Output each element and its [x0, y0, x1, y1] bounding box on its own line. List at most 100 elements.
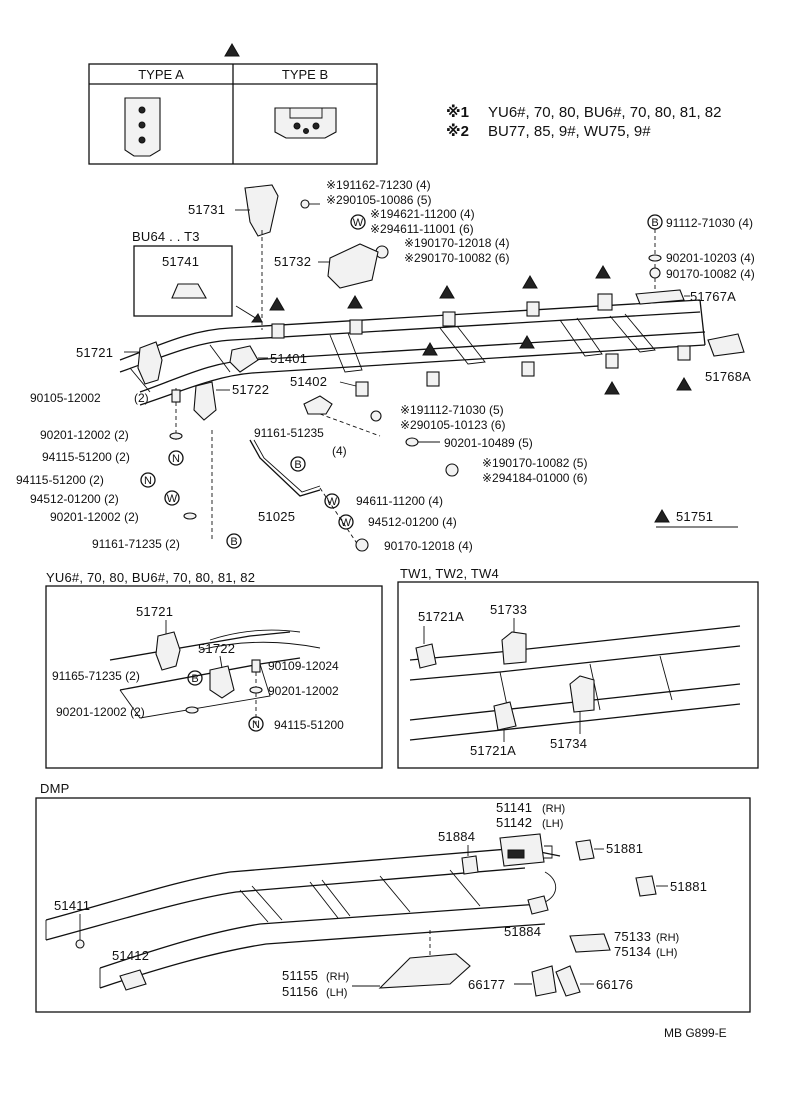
triangle-marker-icon	[224, 43, 240, 57]
dmp-label-51141-side: (RH)	[542, 803, 565, 815]
note-mark-1: ※1	[446, 103, 469, 121]
label-51741: 51741	[162, 254, 199, 269]
dmp-box-title: DMP	[40, 781, 70, 796]
note-mark-2: ※2	[446, 122, 469, 140]
washer-w-icon	[338, 514, 354, 530]
washer-w-icon	[350, 214, 366, 230]
clip-51881-icon	[575, 839, 595, 861]
label-51731: 51731	[188, 202, 225, 217]
label-51767A: 51767A	[690, 289, 736, 304]
svg-text:W: W	[167, 493, 178, 505]
bolt-b-icon	[187, 670, 203, 686]
label-b3: 90170-12018 (4)	[384, 539, 473, 553]
nut-icon	[355, 538, 369, 552]
svg-text:N: N	[144, 475, 152, 487]
dmp-label-51155: 51155	[282, 968, 318, 983]
bracket-51734-icon	[569, 675, 595, 713]
clip-51881-icon	[635, 875, 657, 897]
bracket-51767a-icon	[635, 289, 685, 305]
svg-text:B: B	[651, 217, 658, 229]
bracket-51401-icon	[229, 345, 259, 373]
yu-variant-box: YU6#, 70, 80, BU6#, 70, 80, 81, 82 51721…	[45, 570, 383, 769]
tw-variant-box: TW1, TW2, TW4 51721A 51733 51721A 51734	[397, 566, 759, 769]
dmp-label-51141: 51141	[496, 800, 532, 815]
bracket-51722-icon	[209, 665, 235, 699]
triangle-marker-icon	[604, 381, 620, 395]
model-notes: ※1 YU6#, 70, 80, BU6#, 70, 80, 81, 82 ※2…	[446, 103, 722, 140]
triangle-marker-icon	[654, 509, 670, 523]
bracket-51722-icon	[193, 381, 217, 421]
dmp-label-75134: 75134	[614, 944, 651, 959]
label-c1: ※191112-71030 (5)	[400, 403, 504, 417]
dmp-box: DMP 51411 51412 51884 51884 51141 (RH) 5…	[35, 781, 751, 1013]
yu-label-y3: 90201-12002	[268, 684, 339, 698]
dmp-label-75133-side: (RH)	[656, 932, 679, 944]
dmp-label-51881b: 51881	[670, 879, 707, 894]
bracket-51741-icon	[171, 283, 207, 299]
label-r2: 90201-10203 (4)	[666, 251, 755, 265]
nut-n-icon	[248, 716, 264, 732]
label-l3: 94115-51200 (2)	[42, 450, 130, 464]
bracket-51721a-icon	[493, 701, 517, 731]
label-l1-qty: (2)	[134, 391, 149, 405]
label-l5: 94512-01200 (2)	[30, 492, 119, 506]
label-51768A: 51768A	[705, 369, 751, 384]
label-l6: 90201-12002 (2)	[50, 510, 139, 524]
label-c3: 90201-10489 (5)	[444, 436, 533, 450]
washer-w-icon	[324, 493, 340, 509]
bracket-51721-icon	[155, 631, 181, 671]
block-66176-icon	[555, 965, 581, 997]
note-text-1: YU6#, 70, 80, BU6#, 70, 80, 81, 82	[488, 104, 722, 121]
nut-n-icon	[168, 450, 184, 466]
label-51751: 51751	[676, 509, 713, 524]
type-b-bracket-icon	[274, 107, 337, 139]
label-a4: ※294611-11001 (6)	[370, 222, 474, 236]
bolt-b-icon	[290, 456, 306, 472]
yu-label-51722: 51722	[198, 641, 235, 656]
svg-text:N: N	[172, 453, 180, 465]
dmp-label-51142-side: (LH)	[542, 818, 563, 830]
tw-label-t4: 51734	[550, 736, 587, 751]
dmp-label-51156-side: (LH)	[326, 987, 347, 999]
bracket-75133-icon	[569, 933, 611, 953]
bracket-51768a-icon	[707, 333, 745, 357]
dmp-label-51881a: 51881	[606, 841, 643, 856]
label-r3: 90170-10082 (4)	[666, 267, 755, 281]
main-frame-drawing: BU64 . . T3 51741 51731 ※191162-71230 (4…	[16, 178, 755, 553]
bracket-51402-icon	[303, 395, 333, 415]
triangle-marker-icon	[347, 295, 363, 309]
yu-label-y1: 91165-71235 (2)	[52, 669, 140, 683]
type-b-header: TYPE B	[282, 67, 328, 82]
dmp-label-51411: 51411	[54, 898, 90, 913]
dmp-label-66177: 66177	[468, 977, 505, 992]
type-a-header: TYPE A	[138, 67, 184, 82]
triangle-marker-icon	[595, 265, 611, 279]
label-c2: ※290105-10123 (6)	[400, 418, 505, 432]
label-a3: ※194621-11200 (4)	[370, 207, 475, 221]
tw-label-t3: 51721A	[470, 743, 516, 758]
label-51732: 51732	[274, 254, 311, 269]
label-l7: 91161-71235 (2)	[92, 537, 180, 551]
tw-label-t1: 51721A	[418, 609, 464, 624]
nut-n-icon	[140, 472, 156, 488]
triangle-marker-icon	[269, 297, 285, 311]
dmp-label-51155-side: (RH)	[326, 971, 349, 983]
label-51402: 51402	[290, 374, 327, 389]
triangle-marker-icon	[519, 335, 535, 349]
tw-label-t2: 51733	[490, 602, 527, 617]
yu-label-y4: 90201-12002 (2)	[56, 705, 145, 719]
yu-label-y5: 94115-51200	[274, 718, 344, 732]
label-l1: 90105-12002	[30, 391, 101, 405]
dmp-label-51884b: 51884	[504, 924, 541, 939]
label-h91161: 91161-51235	[254, 426, 324, 440]
label-r1: 91112-71030 (4)	[666, 216, 753, 230]
svg-text:N: N	[252, 719, 260, 731]
svg-text:B: B	[230, 536, 237, 548]
type-a-bracket-icon	[124, 97, 161, 157]
washer-w-icon	[164, 490, 180, 506]
yu-box-title: YU6#, 70, 80, BU6#, 70, 80, 81, 82	[46, 570, 255, 585]
bracket-51733-icon	[501, 631, 527, 665]
bolt-b-icon	[226, 533, 242, 549]
label-51721: 51721	[76, 345, 113, 360]
